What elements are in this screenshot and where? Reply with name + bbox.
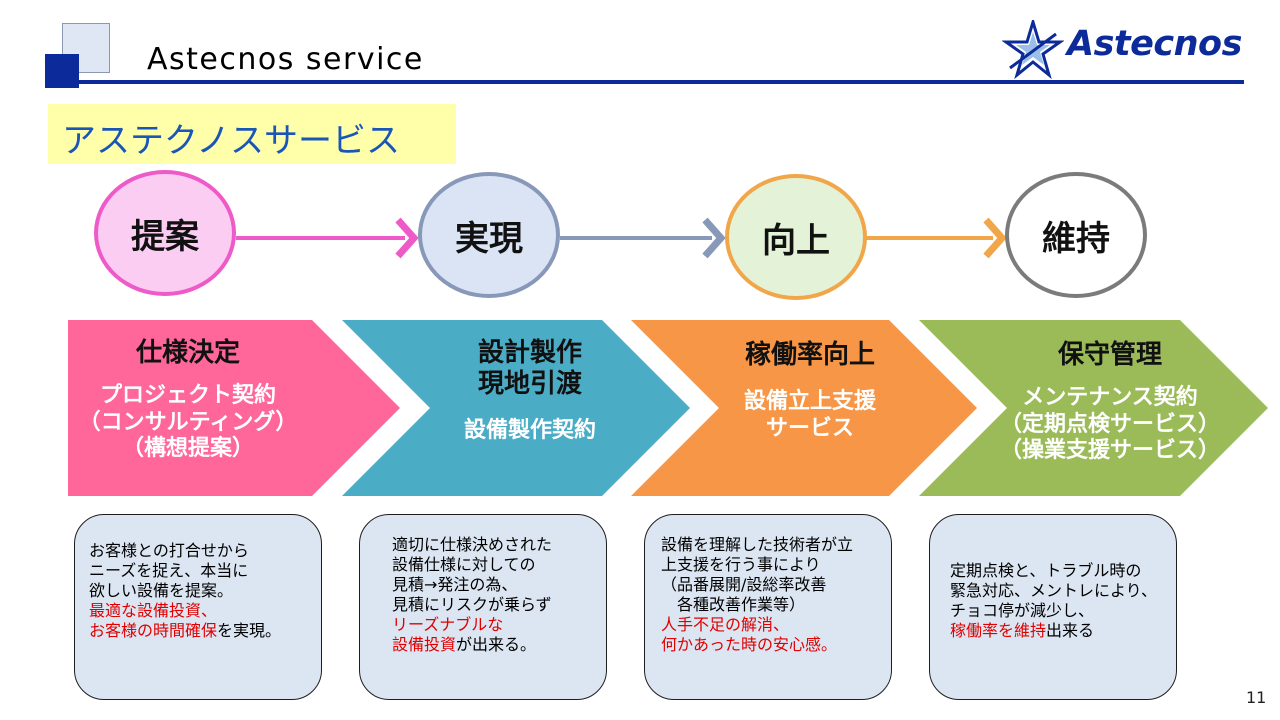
body-text: 適切に仕様決めされた	[392, 535, 553, 554]
company-logo: Astecnos	[1002, 20, 1247, 80]
star-logo-icon	[1002, 20, 1064, 80]
header-decor-square-dark	[45, 54, 79, 88]
body-text: 見積にリスクが乗らず	[392, 595, 552, 614]
body-text: 上支援を行う事により	[661, 555, 821, 574]
phase-band-design	[342, 320, 690, 496]
emphasis-text: 人手不足の解消、	[661, 615, 790, 634]
phase-title: 仕様決定	[135, 338, 240, 368]
step-circle-propose: 提案	[94, 170, 236, 296]
card-text-line: お客様の時間確保を実現。	[89, 621, 281, 641]
card-text-line: 各種改善作業等）	[661, 595, 805, 615]
emphasis-text: 最適な設備投資、	[89, 601, 218, 620]
body-text: 設備を理解した技術者が立	[661, 535, 854, 554]
header-rule	[79, 80, 1244, 84]
card-text-line: お客様との打合せから	[89, 541, 249, 561]
step-label: 維持	[1042, 218, 1110, 259]
arrow-realize-to-improve	[560, 217, 726, 259]
card-text-line: 緊急対応、メントレにより、	[950, 581, 1157, 601]
emphasis-text: お客様の時間確保	[89, 621, 218, 640]
description-card-spec: お客様との打合せからニーズを捉え、本当に欲しい設備を提案。最適な設備投資、お客様…	[74, 514, 322, 700]
phase-line: 設備立上支援	[743, 389, 876, 415]
card-text-line: 人手不足の解消、	[661, 615, 789, 635]
logo-wordmark: Astecnos	[1067, 24, 1242, 64]
phase-title: 設計製作	[477, 338, 582, 368]
body-text: お客様との打合せから	[89, 541, 249, 560]
phase-title: 保守管理	[1057, 340, 1162, 370]
emphasis-text: リーズナブルな	[392, 615, 504, 634]
phase-band-spec	[68, 320, 400, 496]
phase-line: （コンサルティング）	[78, 409, 298, 435]
page-number: 11	[1246, 688, 1267, 707]
step-circle-improve: 向上	[725, 174, 867, 300]
card-text-line: 定期点検と、トラブル時の	[950, 561, 1141, 581]
step-label: 提案	[131, 216, 199, 257]
description-card-uptime: 設備を理解した技術者が立上支援を行う事により（品番展開/設総率改善 各種改善作業…	[644, 514, 892, 700]
card-text-line: 稼働率を維持出来る	[950, 621, 1094, 641]
body-text: チョコ停が減少し、	[950, 601, 1095, 620]
card-text-line: 何かあった時の安心感。	[661, 635, 837, 655]
phase-line: （定期点検サービス）	[999, 411, 1220, 437]
description-card-maintenance: 定期点検と、トラブル時の緊急対応、メントレにより、チョコ停が減少し、稼働率を維持…	[929, 514, 1177, 700]
phase-band-uptime	[631, 320, 977, 496]
card-text-line: （品番展開/設総率改善	[661, 575, 826, 595]
phase-uptime-text: 稼働率向上 設備立上支援 サービス	[680, 340, 940, 442]
card-text-line: 見積→発注の為、	[392, 575, 517, 595]
phase-maintenance-text: 保守管理 メンテナンス契約 （定期点検サービス） （操業支援サービス）	[980, 340, 1240, 464]
phase-spec-text: 仕様決定 プロジェクト契約 （コンサルティング） （構想提案）	[68, 338, 308, 462]
card-text-line: 適切に仕様決めされた	[392, 535, 552, 555]
card-text-line: リーズナブルな	[392, 615, 503, 635]
arrow-propose-to-realize	[236, 217, 419, 259]
description-card-design: 適切に仕様決めされた設備仕様に対しての見積→発注の為、見積にリスクが乗らずリーズ…	[359, 514, 607, 700]
card-text-line: 最適な設備投資、	[89, 601, 217, 621]
body-text: 欲しい設備を提案。	[89, 581, 234, 600]
body-text: （品番展開/設総率改善	[661, 575, 827, 594]
subtitle-text: アステクノスサービス	[62, 121, 400, 161]
body-text: を実現。	[217, 621, 282, 640]
phase-line: サービス	[765, 415, 854, 441]
phase-line: プロジェクト契約	[99, 383, 276, 409]
emphasis-text: 稼働率を維持	[950, 621, 1047, 640]
phase-design-text: 設計製作 現地引渡 設備製作契約	[400, 338, 660, 445]
phase-title: 稼働率向上	[744, 340, 875, 370]
phase-title: 現地引渡	[477, 369, 582, 400]
card-text-line: 欲しい設備を提案。	[89, 581, 233, 601]
card-text-line: チョコ停が減少し、	[950, 601, 1094, 621]
phase-line: （構想提案）	[121, 435, 254, 461]
emphasis-text: 設備投資	[392, 635, 457, 654]
arrow-improve-to-maintain	[865, 217, 1007, 259]
step-label: 実現	[455, 218, 523, 259]
subtitle-banner: アステクノスサービス	[48, 104, 456, 164]
phase-line: （操業支援サービス）	[999, 437, 1220, 463]
card-text-line: 設備を理解した技術者が立	[661, 535, 853, 555]
card-text-line: 上支援を行う事により	[661, 555, 821, 575]
card-text-line: 設備投資が出来る。	[392, 635, 536, 655]
body-text: 出来る	[1046, 621, 1095, 640]
body-text: 各種改善作業等）	[661, 595, 806, 614]
slide-title: Astecnos service	[147, 42, 424, 77]
card-text-line: 見積にリスクが乗らず	[392, 595, 552, 615]
step-circle-maintain: 維持	[1005, 172, 1147, 298]
body-text: ニーズを捉え、本当に	[89, 561, 249, 580]
step-label: 向上	[762, 220, 830, 261]
body-text: 緊急対応、メントレにより、	[950, 581, 1158, 600]
body-text: 定期点検と、トラブル時の	[950, 561, 1142, 580]
card-text-line: 設備仕様に対しての	[392, 555, 536, 575]
body-text: が出来る。	[456, 635, 537, 654]
emphasis-text: 何かあった時の安心感。	[661, 635, 838, 654]
card-text-line: ニーズを捉え、本当に	[89, 561, 248, 581]
phase-band-maintenance	[919, 320, 1268, 496]
step-circle-realize: 実現	[418, 172, 560, 298]
phase-line: メンテナンス契約	[1022, 385, 1198, 411]
phase-line: 設備製作契約	[463, 418, 596, 444]
body-text: 見積→発注の為、	[392, 575, 518, 594]
body-text: 設備仕様に対しての	[392, 555, 536, 574]
